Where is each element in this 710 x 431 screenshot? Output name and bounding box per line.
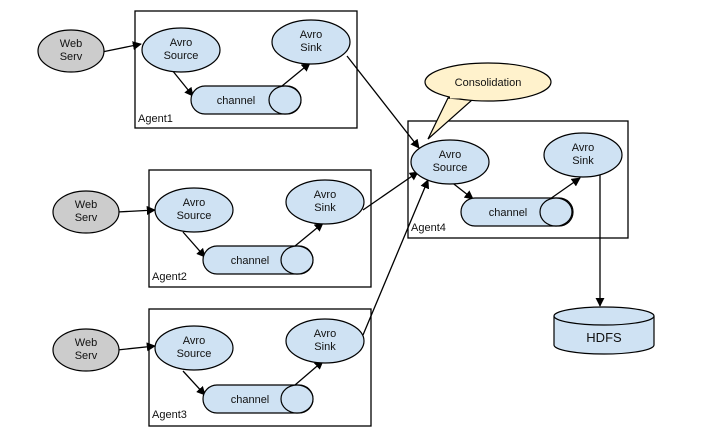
arrow-agent1-channel-to-sink xyxy=(281,62,311,87)
agent2-source-line1: Avro xyxy=(183,197,205,209)
agent1-sink-line1: Avro xyxy=(300,29,322,41)
agent3-source-line1: Avro xyxy=(183,335,205,347)
arrow-agent3-source-to-channel xyxy=(182,370,206,396)
agent1-source: Avro Source xyxy=(141,27,221,73)
agent3-sink-line1: Avro xyxy=(314,328,336,340)
arrow-agent2-source-to-channel xyxy=(182,231,206,258)
hdfs-label: HDFS xyxy=(586,330,622,345)
agent1-channel: channel xyxy=(190,85,302,115)
arrow-agent2-channel-to-sink xyxy=(294,222,324,247)
agent1-label: Agent1 xyxy=(138,113,173,125)
agent3-channel-label: channel xyxy=(231,394,270,406)
web-server-2: Web Serv xyxy=(52,190,120,234)
agent1-channel-label: channel xyxy=(217,95,256,107)
agent1-sink: Avro Sink xyxy=(271,19,351,65)
arrow-web2-to-agent2-source xyxy=(116,205,156,215)
agent2-sink: Avro Sink xyxy=(285,179,365,225)
web-server-3-label-line1: Web xyxy=(75,337,97,349)
agent2-source-line2: Source xyxy=(177,210,212,222)
agent3-source: Avro Source xyxy=(154,325,234,371)
agent3-sink: Avro Sink xyxy=(285,318,365,364)
agent2-channel-label: channel xyxy=(231,255,270,267)
agent1-source-line1: Avro xyxy=(170,37,192,49)
web-server-1-label-line1: Web xyxy=(60,38,82,50)
agent4-source-line2: Source xyxy=(433,162,468,174)
web-server-2-label-line1: Web xyxy=(75,199,97,211)
web-server-3-label-line2: Serv xyxy=(75,350,98,362)
arrow-web3-to-agent3-source xyxy=(116,342,156,352)
agent2-sink-line1: Avro xyxy=(314,189,336,201)
arrow-agent1-source-to-channel xyxy=(171,69,194,97)
arrow-agent1-sink-to-agent4-source xyxy=(346,55,420,149)
agent4-sink-line1: Avro xyxy=(572,142,594,154)
agent4-sink: Avro Sink xyxy=(543,132,623,178)
agent4-channel-label: channel xyxy=(489,207,528,219)
agent2-channel: channel xyxy=(202,245,314,275)
arrow-web1-to-agent1-source xyxy=(101,41,142,53)
web-server-3: Web Serv xyxy=(52,328,120,372)
connections xyxy=(101,41,605,396)
agent3-channel: channel xyxy=(202,384,314,414)
agent4-source-line1: Avro xyxy=(439,149,461,161)
agent3-source-line2: Source xyxy=(177,348,212,360)
agent3-label: Agent3 xyxy=(152,409,187,421)
hdfs-storage: HDFS xyxy=(553,306,655,355)
arrow-agent3-sink-to-agent4-source xyxy=(362,179,430,336)
web-server-2-label-line2: Serv xyxy=(75,212,98,224)
consolidation-label: Consolidation xyxy=(455,77,522,89)
arrow-agent3-channel-to-sink xyxy=(294,360,324,386)
web-server-1-label-line2: Serv xyxy=(60,51,83,63)
agent1-source-line2: Source xyxy=(164,50,199,62)
arrow-agent2-sink-to-agent4-source xyxy=(362,171,419,211)
consolidation-callout: Consolidation xyxy=(424,62,552,140)
agent4-sink-line2: Sink xyxy=(572,155,594,167)
agent2-source: Avro Source xyxy=(154,187,234,233)
agent2-sink-line2: Sink xyxy=(314,202,336,214)
agent4-channel: channel xyxy=(460,197,574,227)
agent3-sink-line2: Sink xyxy=(314,341,336,353)
agent4-source: Avro Source xyxy=(410,139,490,185)
agent2-label: Agent2 xyxy=(152,271,187,283)
agent4-label: Agent4 xyxy=(411,222,446,234)
agent1-sink-line2: Sink xyxy=(300,42,322,54)
web-server-1: Web Serv xyxy=(37,29,105,73)
arrow-agent4-channel-to-sink xyxy=(549,177,581,200)
